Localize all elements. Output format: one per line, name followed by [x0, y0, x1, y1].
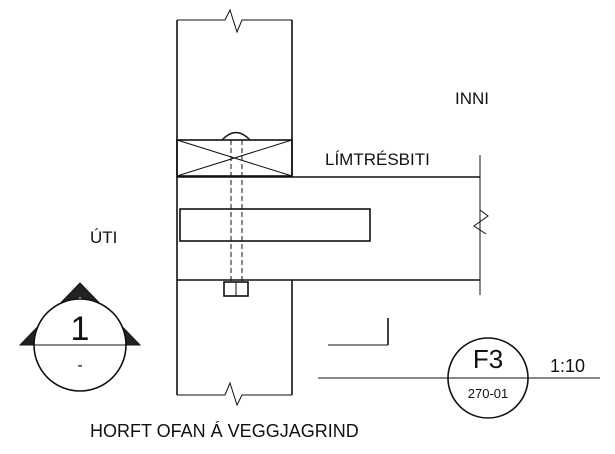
break-line-bottom: [177, 381, 292, 407]
label-beam: LÍMTRÉSBITI: [325, 150, 430, 169]
bolt-head: [221, 131, 251, 141]
detail-tag: F3 270-01 1:10: [318, 337, 600, 419]
break-line-top: [177, 8, 292, 34]
bolt: [223, 140, 249, 297]
detail-tag-scale: 1:10: [550, 356, 585, 376]
detail-tag-sheet: 270-01: [468, 386, 508, 401]
label-inside: INNI: [455, 89, 489, 108]
label-outside: ÚTI: [90, 228, 117, 247]
detail-tag-id: F3: [473, 344, 503, 374]
section-marker-number: 1: [71, 310, 90, 348]
caption: HORFT OFAN Á VEGGJAGRIND: [90, 421, 359, 441]
wall-frame: [176, 8, 293, 407]
section-marker-sheet: -: [77, 357, 82, 374]
glulam-beam: [176, 155, 489, 295]
blocking-cross: [176, 139, 293, 177]
direction-mark: [328, 318, 389, 346]
steel-plate: [179, 208, 371, 242]
section-marker: 1 -: [18, 282, 142, 392]
